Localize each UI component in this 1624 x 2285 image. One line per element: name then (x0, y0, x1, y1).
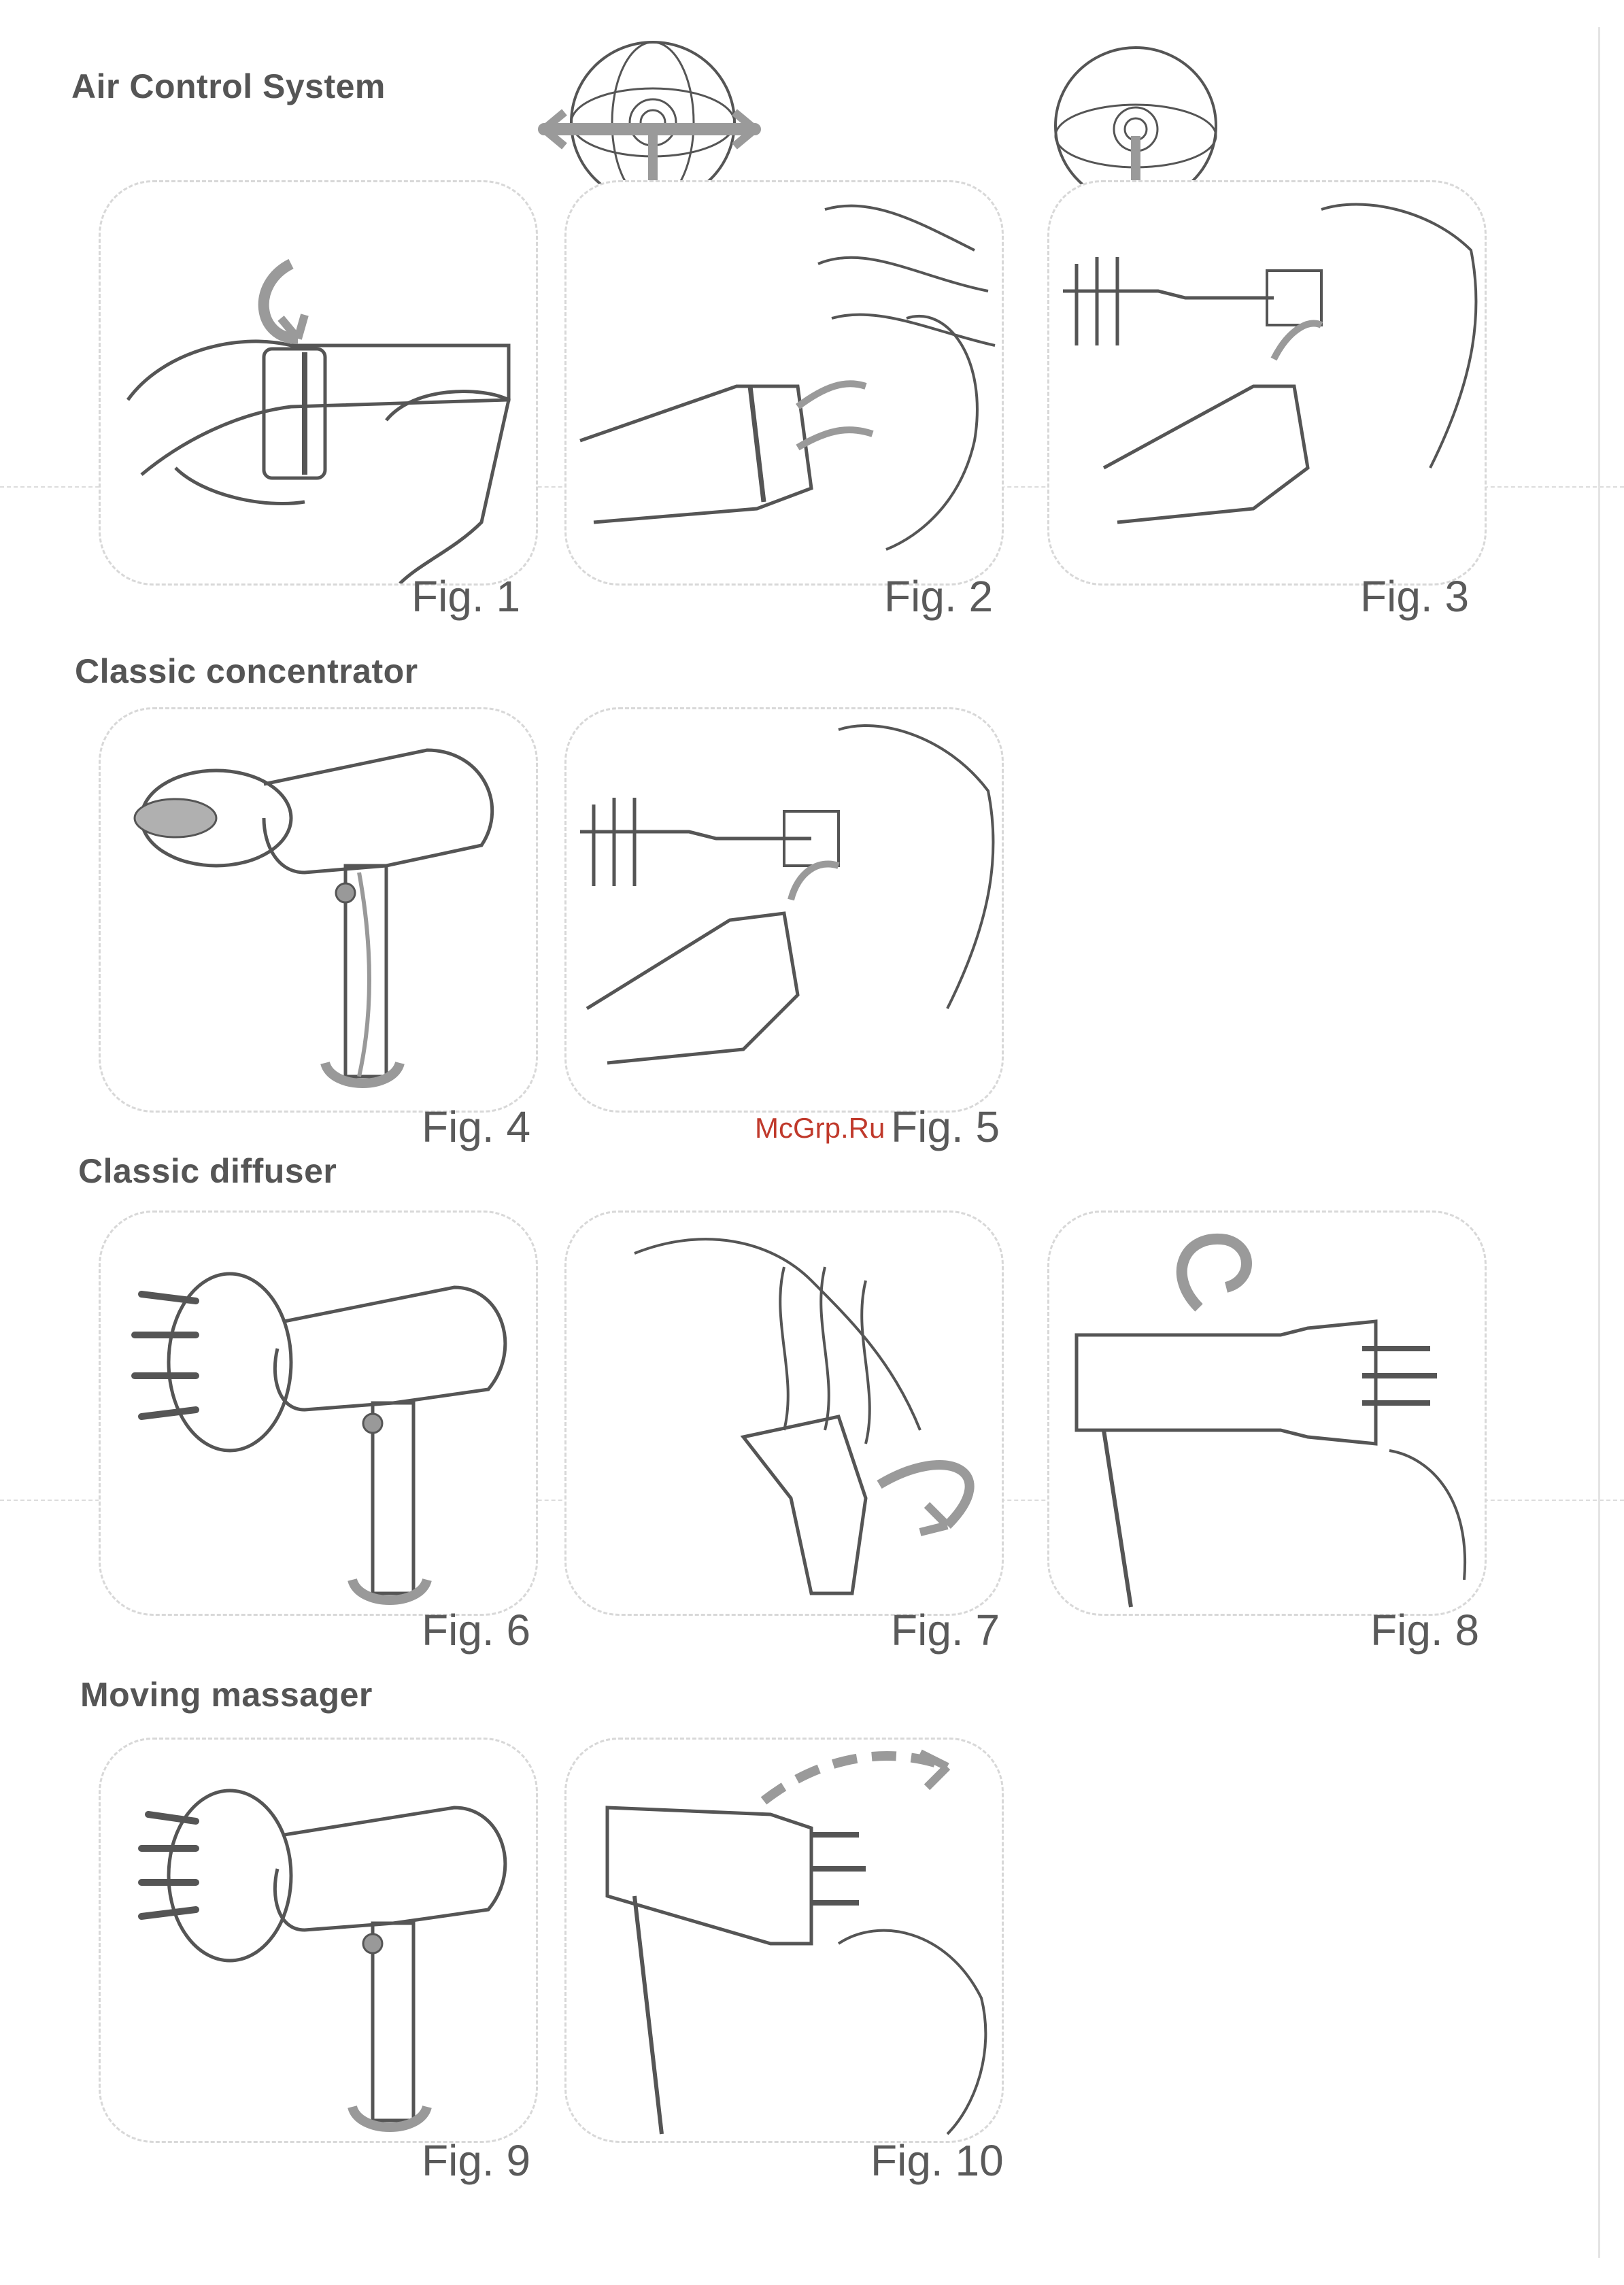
figure-9-image (99, 1738, 538, 2143)
figure-1-image (99, 180, 538, 586)
figure-8-image (1047, 1211, 1487, 1616)
figure-7-image (564, 1211, 1004, 1616)
figure-6-image (99, 1211, 538, 1616)
figure-10-image (564, 1738, 1004, 2143)
figure-2-label: Fig. 2 (884, 571, 993, 622)
section-title-concentrator: Classic concentrator (75, 651, 418, 691)
figure-3-label: Fig. 3 (1360, 571, 1469, 622)
figure-3-image (1047, 180, 1487, 586)
figure-5-label: Fig. 5 (891, 1102, 1000, 1152)
page-edge (1598, 27, 1600, 2258)
section-title-air-control: Air Control System (71, 67, 386, 106)
figure-8-label: Fig. 8 (1370, 1605, 1479, 1655)
section-title-diffuser: Classic diffuser (78, 1151, 337, 1191)
section-title-massager: Moving massager (80, 1675, 373, 1714)
figure-1-label: Fig. 1 (411, 571, 520, 622)
figure-4-image (99, 707, 538, 1113)
figure-10-label: Fig. 10 (870, 2135, 1004, 2186)
watermark: McGrp.Ru (755, 1112, 885, 1145)
figure-4-label: Fig. 4 (422, 1102, 530, 1152)
figure-9-label: Fig. 9 (422, 2135, 530, 2186)
figure-2-image (564, 180, 1004, 586)
figure-6-label: Fig. 6 (422, 1605, 530, 1655)
figure-7-label: Fig. 7 (891, 1605, 1000, 1655)
figure-5-image (564, 707, 1004, 1113)
